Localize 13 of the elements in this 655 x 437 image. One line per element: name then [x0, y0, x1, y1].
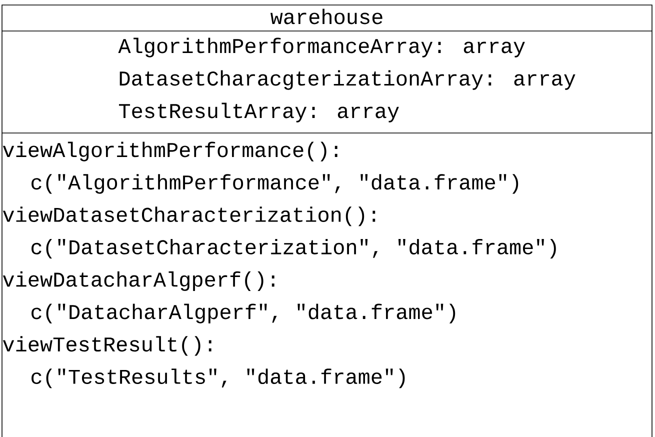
attribute-text: AlgorithmPerformanceArray: array — [118, 38, 525, 58]
class-name: warehouse — [270, 8, 382, 24]
attribute-text: DatasetCharacgterizationArray: array — [120, 70, 576, 90]
method-name: viewDatacharAlgperf(): — [2, 271, 274, 291]
method-body: c("AlgorithmPerformance", "data.frame") — [32, 174, 518, 194]
method-name: viewDatasetCharacterization(): — [2, 206, 376, 226]
method-body: c("TestResults", "data.frame") — [32, 368, 405, 388]
method-name: viewAlgorithmPerformance(): — [2, 142, 338, 162]
method-name: viewTestResult(): — [2, 336, 212, 356]
class-box — [2, 4, 652, 437]
attribute-text: TestResultArray: array — [119, 102, 399, 122]
method-body: c("DatacharAlgperf", "data.frame") — [32, 304, 456, 324]
method-body: c("DatasetCharacterization", "data.frame") — [32, 238, 556, 259]
